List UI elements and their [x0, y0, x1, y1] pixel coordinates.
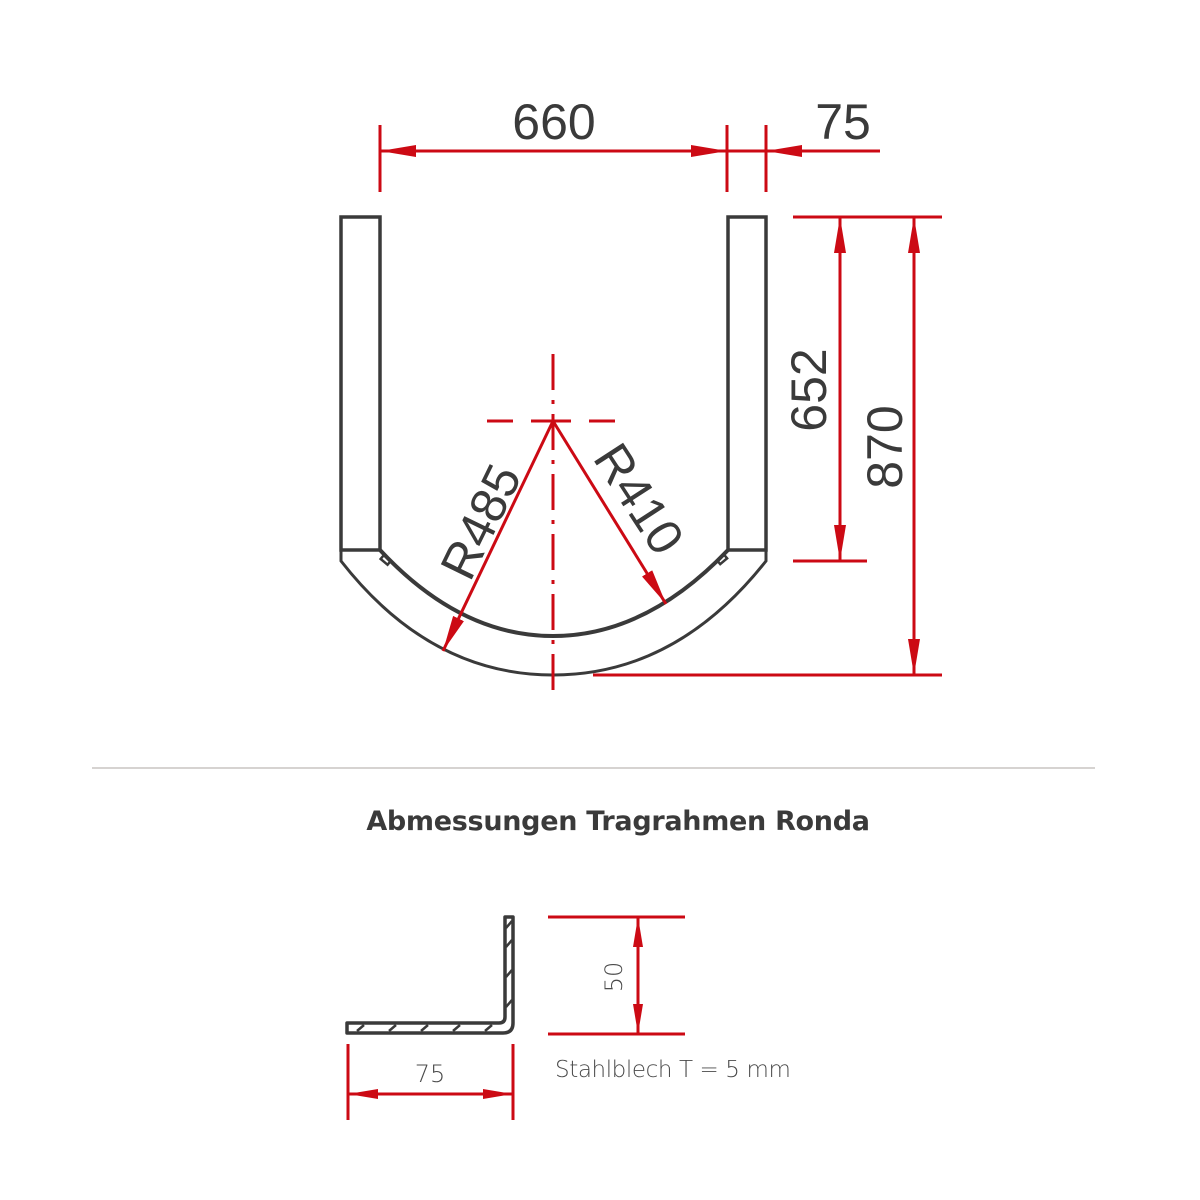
- total-height-label: 870: [857, 405, 913, 488]
- width-dimension: [378, 125, 880, 192]
- arm-width-label: 75: [815, 94, 871, 150]
- left-arm: [339, 215, 382, 552]
- arm-height-label: 652: [781, 348, 837, 431]
- profile-width-dimension: [346, 1044, 515, 1120]
- material-spec: Stahlblech T = 5 mm: [555, 1057, 791, 1083]
- radius-outer-label: R485: [430, 456, 533, 588]
- right-arm: [726, 215, 768, 552]
- profile-width-label: 75: [415, 1060, 446, 1088]
- profile-hatching: [356, 920, 513, 1032]
- inner-arc: [378, 548, 730, 639]
- angle-profile: [345, 915, 515, 1035]
- profile-height-label: 50: [600, 962, 628, 993]
- right-notch: [715, 552, 729, 566]
- radius-inner-line: [551, 420, 668, 605]
- radius-lines: [441, 420, 668, 652]
- profile-height-dimension: [548, 915, 685, 1036]
- section-divider: [92, 767, 1095, 769]
- left-notch: [378, 553, 393, 567]
- inner-width-label: 660: [512, 94, 595, 150]
- height-dimensions: [593, 215, 942, 677]
- drawing-title: Abmessungen Tragrahmen Ronda: [366, 806, 870, 837]
- radius-outer-line: [441, 420, 555, 652]
